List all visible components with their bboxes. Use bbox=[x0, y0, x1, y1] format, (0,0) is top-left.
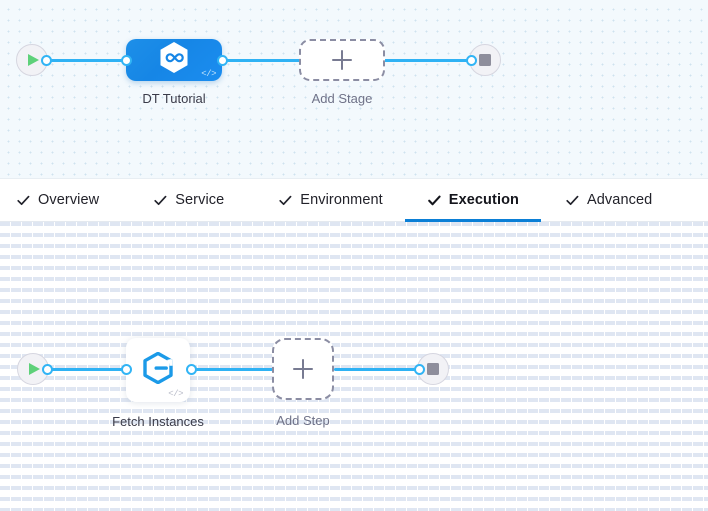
play-icon bbox=[28, 54, 39, 66]
execution-graph: </> Fetch Instances Add Step bbox=[0, 222, 708, 511]
tab-service[interactable]: Service bbox=[127, 179, 252, 221]
port-step-out[interactable] bbox=[186, 364, 197, 375]
tab-service-label: Service bbox=[175, 192, 225, 208]
edge-step-to-addstep bbox=[191, 368, 273, 371]
code-badge-icon: </> bbox=[201, 69, 216, 79]
stage-node-dt-tutorial[interactable]: </> bbox=[126, 39, 222, 81]
edge-addstage-to-end bbox=[384, 59, 470, 62]
harness-infinity-hexagon-icon bbox=[159, 41, 189, 79]
tab-advanced[interactable]: Advanced bbox=[541, 179, 676, 221]
execution-steps-canvas[interactable]: </> Fetch Instances Add Step bbox=[0, 222, 708, 511]
code-badge-icon: </> bbox=[168, 389, 183, 399]
edge-addstep-to-end bbox=[334, 368, 418, 371]
check-icon bbox=[16, 193, 31, 208]
add-step-label: Add Step bbox=[276, 413, 330, 428]
check-icon bbox=[427, 193, 442, 208]
play-icon bbox=[29, 363, 40, 375]
port-start-out[interactable] bbox=[41, 55, 52, 66]
add-stage-button[interactable] bbox=[299, 39, 385, 81]
tab-advanced-label: Advanced bbox=[587, 192, 653, 208]
stop-icon bbox=[479, 54, 491, 66]
tab-environment[interactable]: Environment bbox=[252, 179, 405, 221]
check-icon bbox=[278, 193, 293, 208]
edge-start-to-stage bbox=[45, 59, 130, 62]
port-exec-start-out[interactable] bbox=[42, 364, 53, 375]
pipeline-stage-canvas[interactable]: </> DT Tutorial Add Stage bbox=[0, 0, 708, 178]
edge-start-to-step bbox=[46, 368, 131, 371]
tab-active-underline bbox=[404, 219, 541, 222]
edge-stage-to-addstage bbox=[222, 59, 302, 62]
tab-execution[interactable]: Execution bbox=[404, 179, 541, 222]
port-step-in[interactable] bbox=[121, 364, 132, 375]
add-step-button[interactable] bbox=[272, 338, 334, 400]
port-stage-out[interactable] bbox=[217, 55, 228, 66]
stop-icon bbox=[427, 363, 439, 375]
stage-graph: </> DT Tutorial Add Stage bbox=[0, 0, 708, 178]
check-icon bbox=[153, 193, 168, 208]
tab-overview[interactable]: Overview bbox=[0, 179, 127, 221]
port-end-in[interactable] bbox=[466, 55, 477, 66]
step-node-fetch-instances[interactable]: </> bbox=[126, 338, 190, 402]
tab-execution-label: Execution bbox=[448, 192, 519, 208]
step-node-label: Fetch Instances bbox=[112, 414, 204, 429]
elastigroup-e-hexagon-icon bbox=[143, 351, 173, 389]
plus-icon bbox=[293, 359, 313, 379]
tab-environment-label: Environment bbox=[300, 192, 383, 208]
check-icon bbox=[565, 193, 580, 208]
port-stage-in[interactable] bbox=[121, 55, 132, 66]
plus-icon bbox=[332, 50, 352, 70]
add-stage-label: Add Stage bbox=[311, 91, 373, 106]
port-exec-end-in[interactable] bbox=[414, 364, 425, 375]
stage-node-label: DT Tutorial bbox=[142, 91, 206, 106]
stage-setup-tabs: Overview Service Environment Execution bbox=[0, 178, 708, 222]
tab-overview-label: Overview bbox=[38, 192, 100, 208]
